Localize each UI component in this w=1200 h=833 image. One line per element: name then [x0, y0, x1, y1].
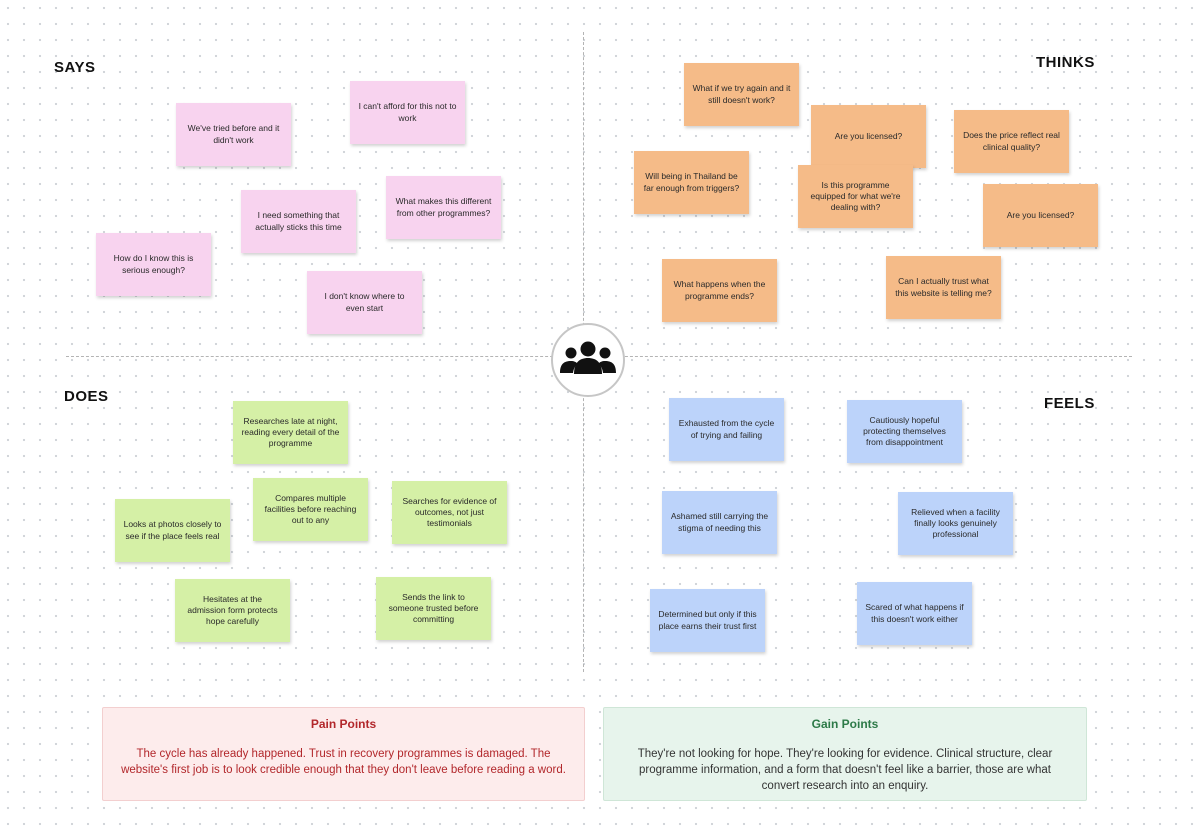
users-group-icon [559, 340, 617, 381]
says-note[interactable]: I can't afford for this not to work [350, 81, 465, 144]
does-note[interactable]: Searches for evidence of outcomes, not j… [392, 481, 507, 544]
thinks-note[interactable]: What happens when the programme ends? [662, 259, 777, 322]
pain-points-body: The cycle has already happened. Trust in… [121, 748, 566, 777]
thinks-note[interactable]: What if we try again and it still doesn'… [684, 63, 799, 126]
says-note[interactable]: I don't know where to even start [307, 271, 422, 334]
thinks-note[interactable]: Can I actually trust what this website i… [886, 256, 1001, 319]
thinks-note[interactable]: Will being in Thailand be far enough fro… [634, 151, 749, 214]
says-note[interactable]: What makes this different from other pro… [386, 176, 501, 239]
pain-points-panel: Pain Points The cycle has already happen… [102, 707, 585, 801]
does-title: DOES [64, 388, 109, 405]
feels-title: FEELS [1044, 395, 1095, 412]
feels-note[interactable]: Cautiously hopeful protecting themselves… [847, 400, 962, 463]
pain-points-title: Pain Points [310, 717, 377, 731]
does-note[interactable]: Looks at photos closely to see if the pl… [115, 499, 230, 562]
feels-note[interactable]: Exhausted from the cycle of trying and f… [669, 398, 784, 461]
does-note[interactable]: Compares multiple facilities before reac… [253, 478, 368, 541]
does-note[interactable]: Researches late at night, reading every … [233, 401, 348, 464]
thinks-note[interactable]: Are you licensed? [983, 184, 1098, 247]
feels-note[interactable]: Relieved when a facility finally looks g… [898, 492, 1013, 555]
gain-points-title: Gain Points [811, 717, 879, 731]
says-title: SAYS [54, 59, 96, 76]
thinks-note[interactable]: Is this programme equipped for what we'r… [798, 165, 913, 228]
persona-circle [551, 323, 625, 397]
says-note[interactable]: How do I know this is serious enough? [96, 233, 211, 296]
thinks-note[interactable]: Are you licensed? [811, 105, 926, 168]
thinks-note[interactable]: Does the price reflect real clinical qua… [954, 110, 1069, 173]
gain-points-body: They're not looking for hope. They're lo… [637, 748, 1053, 793]
thinks-title: THINKS [1036, 54, 1095, 71]
gain-points-panel: Gain Points They're not looking for hope… [603, 707, 1087, 801]
says-note[interactable]: I need something that actually sticks th… [241, 190, 356, 253]
does-note[interactable]: Sends the link to someone trusted before… [376, 577, 491, 640]
feels-note[interactable]: Ashamed still carrying the stigma of nee… [662, 491, 777, 554]
feels-note[interactable]: Determined but only if this place earns … [650, 589, 765, 652]
feels-note[interactable]: Scared of what happens if this doesn't w… [857, 582, 972, 645]
says-note[interactable]: We've tried before and it didn't work [176, 103, 291, 166]
does-note[interactable]: Hesitates at the admission form protects… [175, 579, 290, 642]
